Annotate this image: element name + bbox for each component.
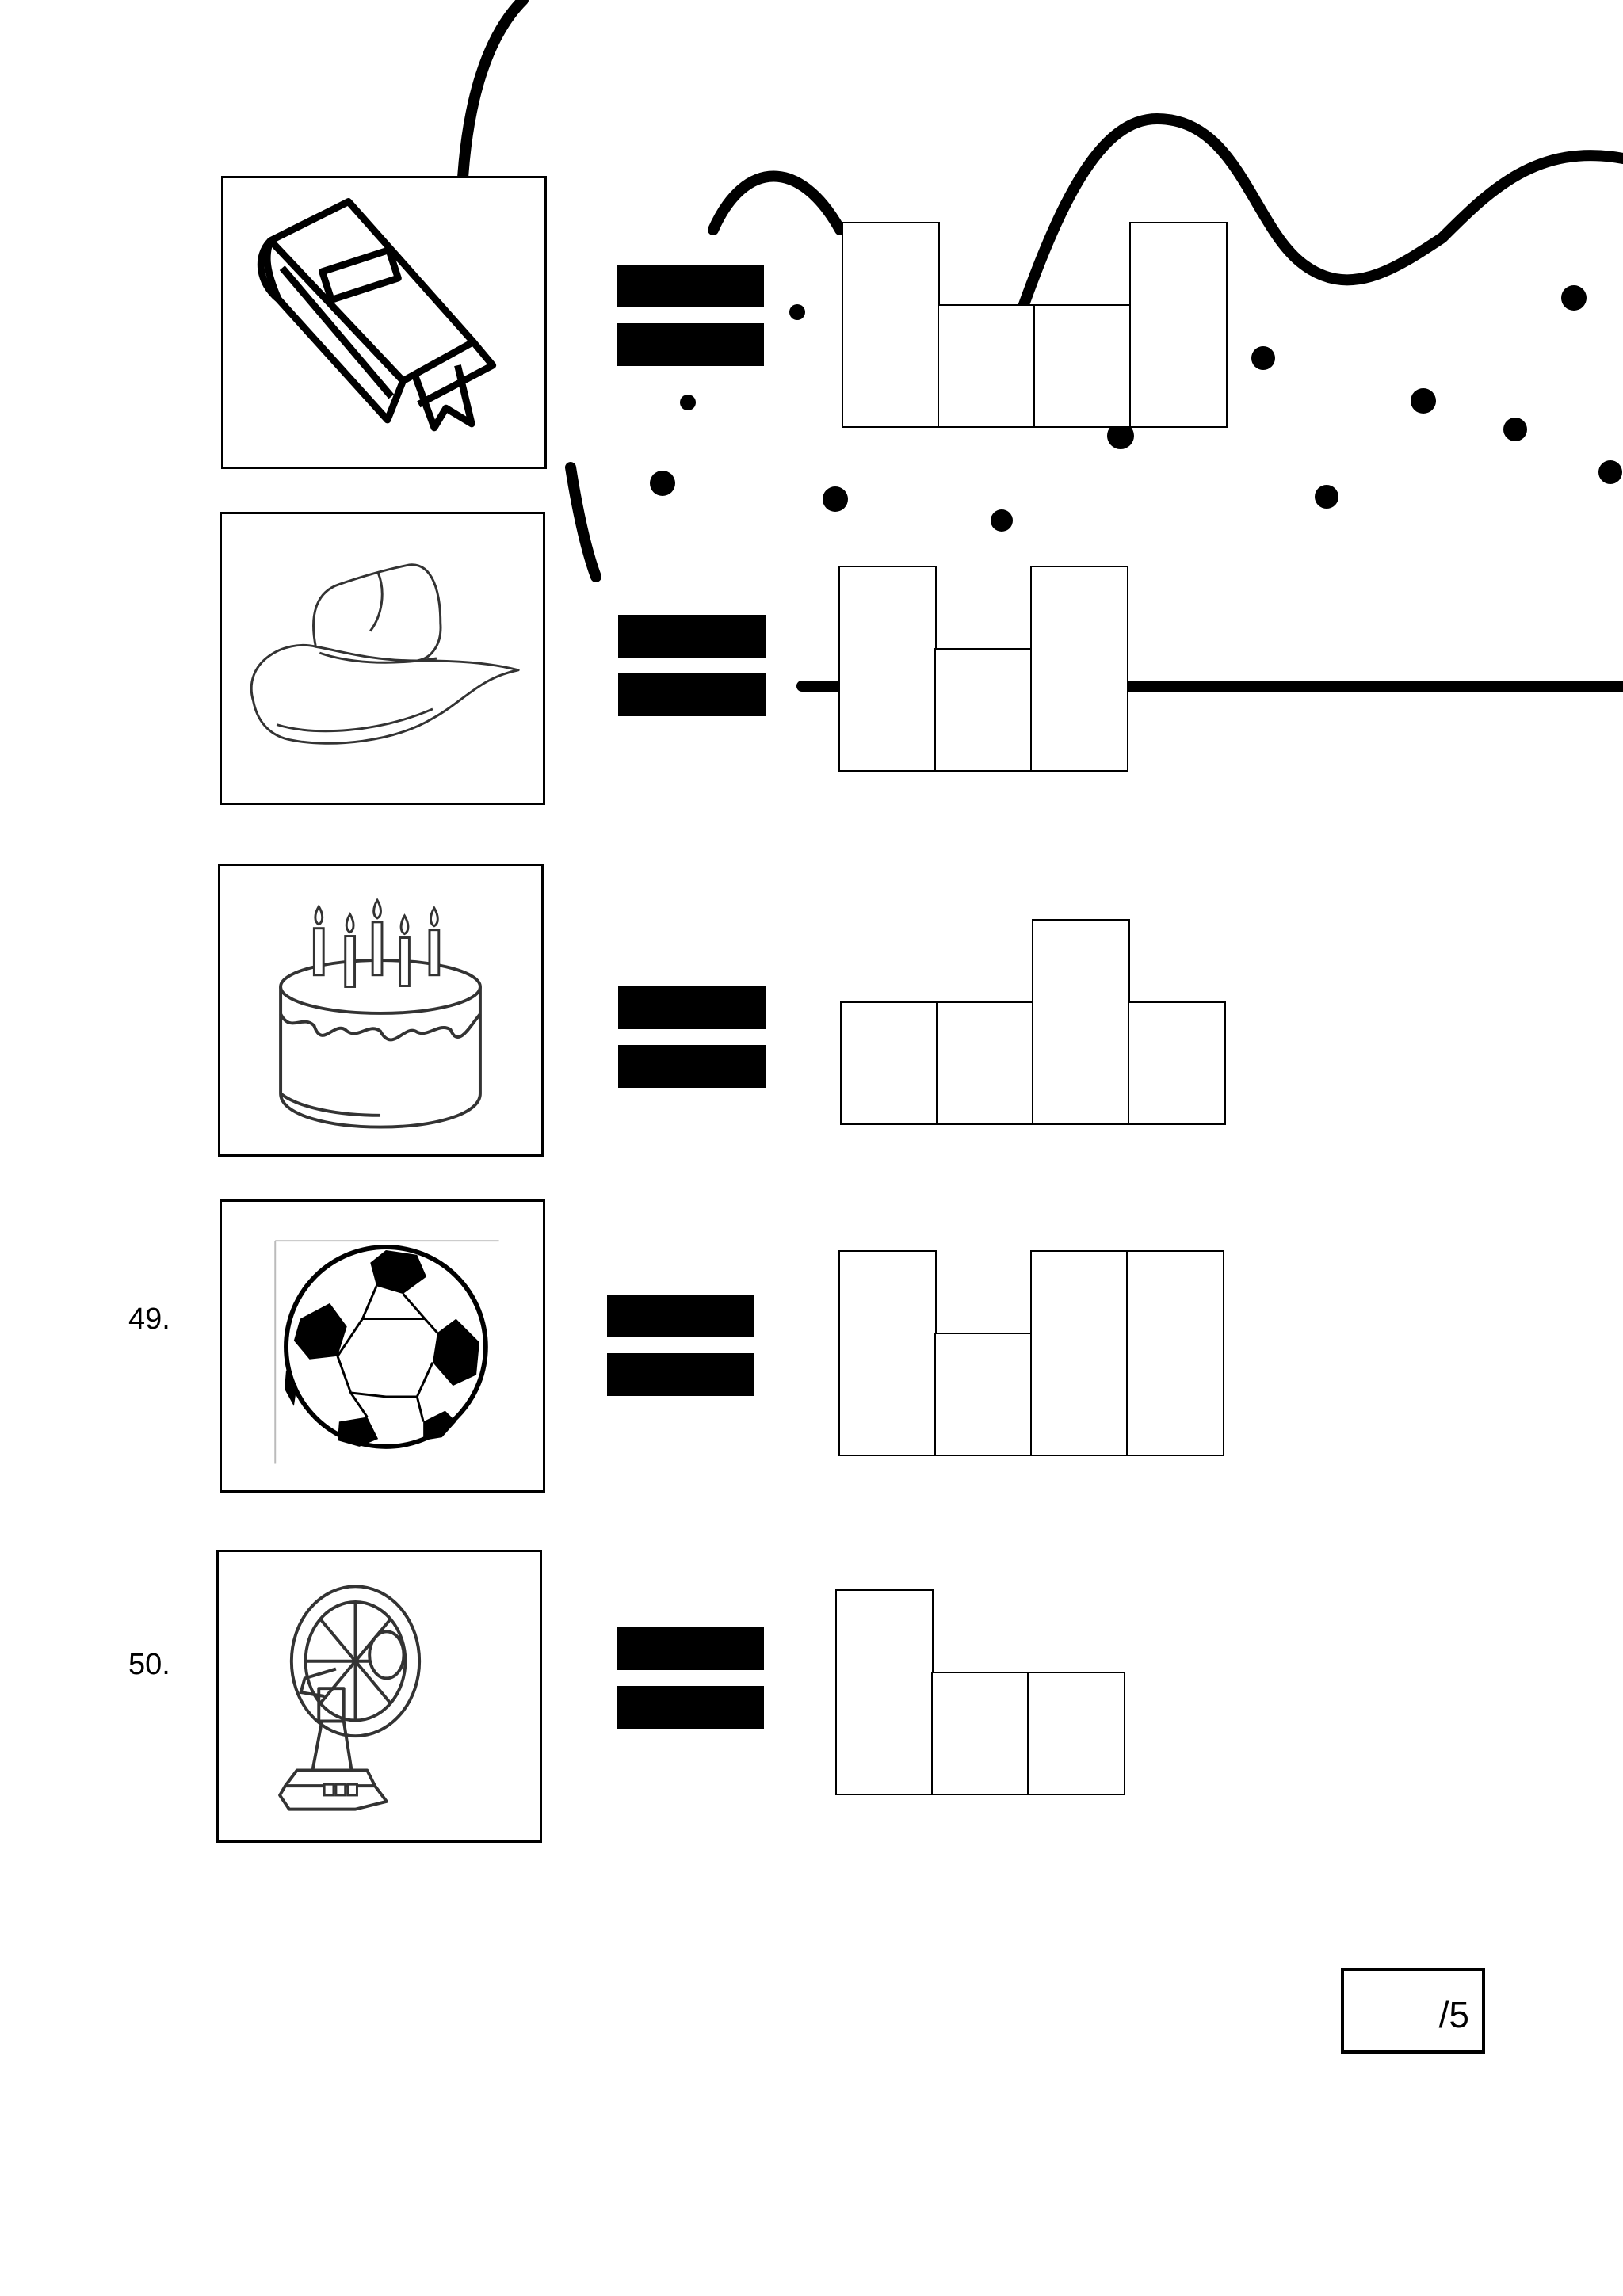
birthday-cake-icon [279, 898, 482, 1129]
letter-box-tall[interactable] [838, 566, 937, 772]
letter-box-tall[interactable] [842, 222, 940, 428]
picture-box [220, 512, 545, 805]
equals-sign [607, 1295, 754, 1396]
letter-box-short[interactable] [936, 1001, 1034, 1125]
picture-box [221, 176, 547, 469]
wavy-cloud-top [708, 113, 1623, 315]
picture-box [220, 1199, 545, 1493]
cowboy-hat-icon [250, 563, 520, 745]
letter-box-short[interactable] [934, 648, 1033, 772]
cloud-left-edge [565, 462, 601, 582]
letter-box-short[interactable] [938, 304, 1036, 428]
letter-box-tall[interactable] [1030, 566, 1128, 772]
question-number: 49. [128, 1302, 170, 1336]
letter-box-tall[interactable] [1032, 919, 1130, 1125]
picture-box [216, 1550, 542, 1843]
question-number: 50. [128, 1648, 170, 1681]
equals-sign [617, 1627, 764, 1729]
letter-box-tall[interactable] [838, 1250, 937, 1456]
score-box: /5 [1341, 1968, 1485, 2054]
equals-sign [617, 265, 764, 366]
score-label: /5 [1438, 1994, 1469, 2035]
letter-box-short[interactable] [1033, 304, 1132, 428]
letter-box-tall[interactable] [835, 1589, 934, 1795]
letter-box-tall[interactable] [1129, 222, 1228, 428]
letter-box-short[interactable] [1128, 1001, 1226, 1125]
letter-box-tall[interactable] [1030, 1250, 1128, 1456]
letter-box-short[interactable] [934, 1333, 1033, 1456]
electric-fan-icon [278, 1585, 422, 1811]
cloud-outline [456, 0, 529, 219]
picture-box [218, 864, 544, 1157]
letter-box-short[interactable] [840, 1001, 938, 1125]
book-icon [257, 198, 497, 432]
equals-sign [618, 615, 766, 716]
letter-box-short[interactable] [931, 1672, 1029, 1795]
letter-box-short[interactable] [1027, 1672, 1125, 1795]
letter-box-tall[interactable] [1126, 1250, 1224, 1456]
equals-sign [618, 986, 766, 1088]
soccer-ball-icon [274, 1240, 499, 1464]
